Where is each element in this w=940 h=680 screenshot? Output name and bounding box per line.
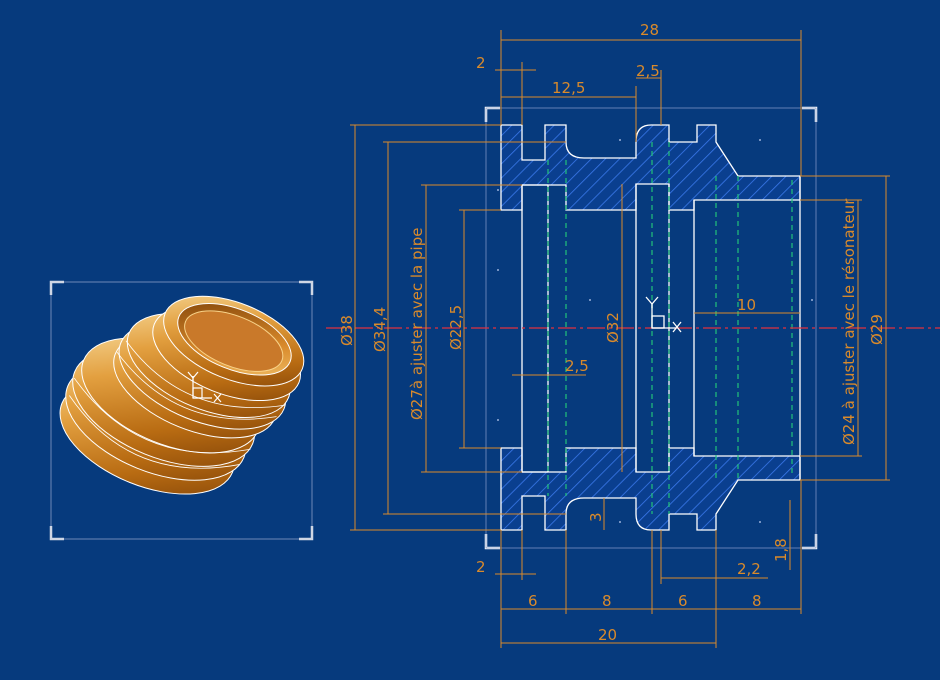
dim-d27-note: Ø27à ajuster avec la pipe: [408, 228, 426, 420]
dim-d22-5: Ø22,5: [447, 305, 465, 350]
dim-2-5-radius: 2,5: [565, 357, 589, 375]
dim-2-bottom: 2: [476, 558, 486, 576]
dim-d38: Ø38: [338, 315, 356, 346]
dim-6-a: 6: [528, 592, 538, 610]
dim-2-2: 2,2: [737, 560, 761, 578]
dim-3: 3: [587, 512, 605, 522]
dim-2-top: 2: [476, 54, 486, 72]
dim-1-8: 1,8: [772, 538, 790, 562]
origin-axis-icon: [645, 296, 682, 333]
dim-d29: Ø29: [868, 314, 886, 345]
dim-2-5-top: 2,5: [636, 62, 660, 80]
dim-8-a: 8: [602, 592, 612, 610]
dim-d32: Ø32: [604, 312, 622, 343]
upper-wall: [500, 124, 801, 211]
dimension-labels: 28 2 12,5 2,5 10 2,5 2 2,2 6 8 6 8 20 3 …: [338, 21, 886, 644]
dim-8-b: 8: [752, 592, 762, 610]
lower-wall: [500, 447, 801, 531]
section-view: [326, 106, 940, 550]
dim-28: 28: [640, 21, 659, 39]
dim-d24-note: Ø24 à ajuster avec le résonateur: [840, 198, 858, 445]
dim-10: 10: [737, 296, 756, 314]
dim-12-5: 12,5: [552, 79, 585, 97]
3d-part-preview-icon: [59, 295, 305, 495]
dimensions: [350, 30, 890, 648]
dim-d34-4: Ø34,4: [371, 307, 389, 352]
dim-20: 20: [598, 626, 617, 644]
dim-6-b: 6: [678, 592, 688, 610]
